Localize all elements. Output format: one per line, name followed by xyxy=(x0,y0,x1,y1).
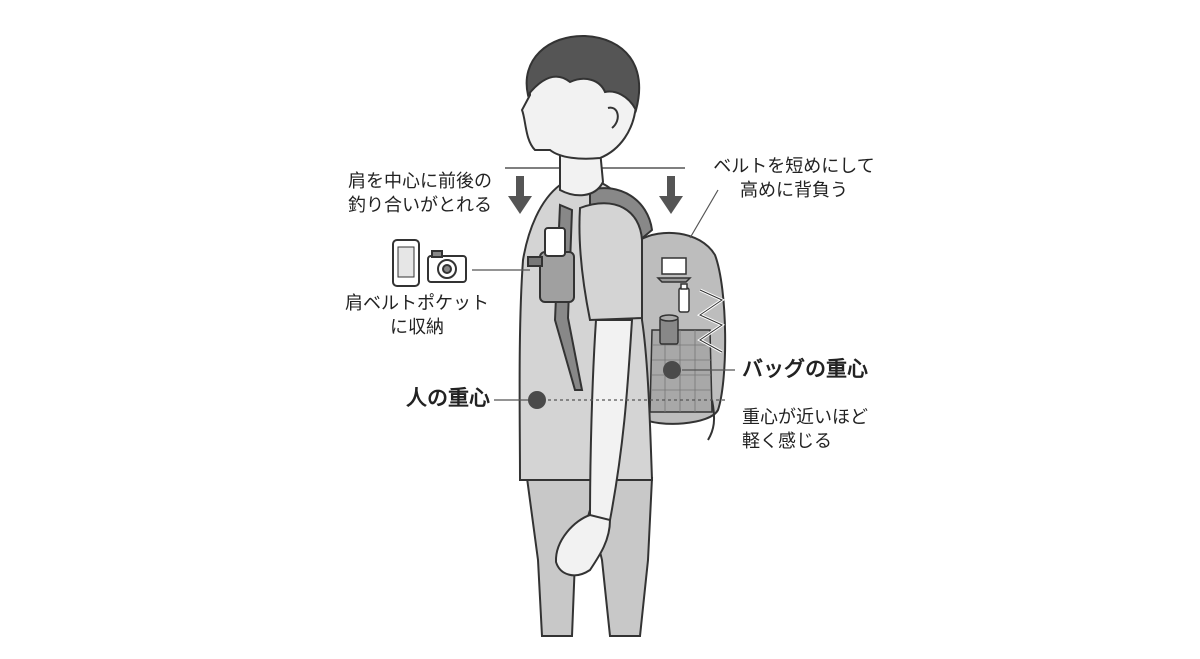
bottle-icon xyxy=(678,283,690,313)
arrow-down-icon xyxy=(659,176,683,214)
label-shoulder-pocket: 肩ベルトポケット に収納 xyxy=(345,293,489,338)
laptop-icon xyxy=(656,257,692,283)
strap-pocket xyxy=(527,227,575,303)
bag-center-dot xyxy=(663,361,681,379)
camera-icon xyxy=(427,250,467,283)
label-body-center: 人の重心 xyxy=(406,386,490,410)
label-bag-center: バッグの重心 xyxy=(742,357,868,381)
head xyxy=(520,34,641,197)
label-closer-lighter: 重心が近いほど 軽く感じる xyxy=(742,407,868,452)
label-shorten-belt: ベルトを短めにして 高めに背負う xyxy=(713,156,875,201)
tumbler-icon xyxy=(659,314,679,345)
arrow-down-icon xyxy=(508,176,532,214)
arm xyxy=(554,202,643,577)
callout-line-belt xyxy=(689,189,719,239)
backpack xyxy=(633,231,727,441)
label-shoulder-balance: 肩を中心に前後の 釣り合いがとれる xyxy=(348,171,492,216)
body-center-dot xyxy=(528,391,546,409)
smartphone-icon xyxy=(392,239,420,287)
